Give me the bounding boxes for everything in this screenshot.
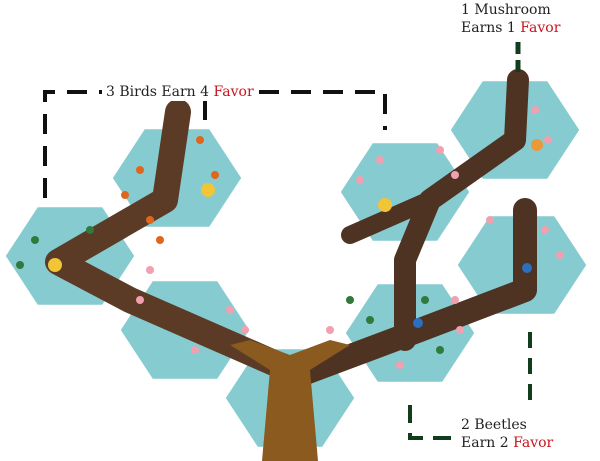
blossom-icon: [456, 326, 464, 334]
bird-icon: [48, 258, 62, 272]
blossom-icon: [451, 171, 459, 179]
blossom-icon: [356, 176, 364, 184]
right-branch-lower: [288, 198, 537, 387]
leaf-icon: [366, 316, 374, 324]
blossom-icon: [396, 361, 404, 369]
trunk: [230, 340, 350, 461]
autumn-leaf-icon: [121, 191, 129, 199]
blossom-icon: [376, 156, 384, 164]
autumn-leaf-icon: [146, 216, 154, 224]
autumn-leaf-icon: [156, 236, 164, 244]
autumn-leaf-icon: [136, 166, 144, 174]
autumn-leaf-icon: [196, 136, 204, 144]
autumn-leaf-icon: [211, 171, 219, 179]
blossom-icon: [326, 326, 334, 334]
birds-label-text: 3 Birds Earn 4: [106, 84, 210, 100]
beetles-label-text: Earn 2: [461, 435, 509, 451]
blossom-icon: [436, 146, 444, 154]
birds-scoring-label: 3 Birds Earn 4 Favor: [102, 83, 258, 101]
blossom-icon: [544, 136, 552, 144]
mushroom-scoring-label: 1 Mushroom Earns 1 Favor: [461, 1, 561, 37]
beetles-label-line1: 2 Beetles: [461, 417, 527, 433]
beetles-scoring-label: 2 Beetles Earn 2 Favor: [461, 416, 554, 452]
blossom-icon: [531, 106, 539, 114]
blossom-icon: [541, 226, 549, 234]
leaf-icon: [436, 346, 444, 354]
birds-favor-text: Favor: [213, 84, 254, 100]
beetles-favor-text: Favor: [513, 435, 554, 451]
blossom-icon: [136, 296, 144, 304]
mushroom-label-text: Earns 1: [461, 20, 516, 36]
leaf-icon: [16, 261, 24, 269]
leaf-icon: [421, 296, 429, 304]
bird-icon: [201, 183, 215, 197]
blossom-icon: [146, 266, 154, 274]
blossom-icon: [226, 306, 234, 314]
blossom-icon: [191, 346, 199, 354]
leaf-icon: [346, 296, 354, 304]
blossom-icon: [241, 326, 249, 334]
bird-icon: [378, 198, 392, 212]
blossom-icon: [451, 296, 459, 304]
mushroom-favor-text: Favor: [520, 20, 561, 36]
right-branch-to-left: [341, 191, 439, 244]
left-branch: [45, 99, 303, 383]
beetles-bracket-left: [408, 405, 455, 440]
beetle-icon: [413, 318, 423, 328]
leaf-icon: [31, 236, 39, 244]
blossom-icon: [486, 216, 494, 224]
beetle-icon: [522, 263, 532, 273]
blossom-icon: [556, 251, 564, 259]
mushroom-label-line1: 1 Mushroom: [461, 2, 551, 18]
leaf-icon: [86, 226, 94, 234]
mushroom-icon: [531, 139, 543, 151]
